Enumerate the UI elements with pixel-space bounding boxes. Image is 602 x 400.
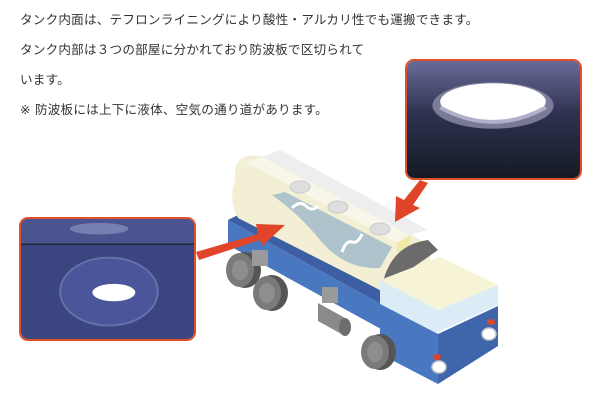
tank-body	[232, 150, 430, 300]
front-wheel	[361, 334, 396, 370]
photo-tank-hatch	[405, 59, 582, 180]
tank-hatch-photo-image	[407, 61, 580, 178]
description-line-2: タンク内部は３つの部屋に分かれており防波板で区切られて	[20, 42, 365, 57]
description-line-4: ※ 防波板には上下に液体、空気の通り道があります。	[20, 102, 328, 117]
arrow-top-photo-to-hatch	[395, 180, 428, 222]
description-line-3: います。	[20, 72, 70, 87]
chassis-block	[252, 250, 268, 266]
photo-baffle-opening	[19, 217, 196, 341]
chassis-block	[322, 287, 338, 303]
rear-wheels	[226, 252, 288, 311]
fuel-tank	[318, 303, 351, 336]
arrow-left-photo-to-tank	[196, 224, 285, 260]
truck-cab	[380, 257, 498, 384]
truck-chassis	[228, 214, 420, 345]
description-line-1: タンク内面は、テフロンライニングにより酸性・アルカリ性でも運搬できます。	[20, 12, 479, 27]
baffle-opening-photo-image	[21, 219, 194, 339]
